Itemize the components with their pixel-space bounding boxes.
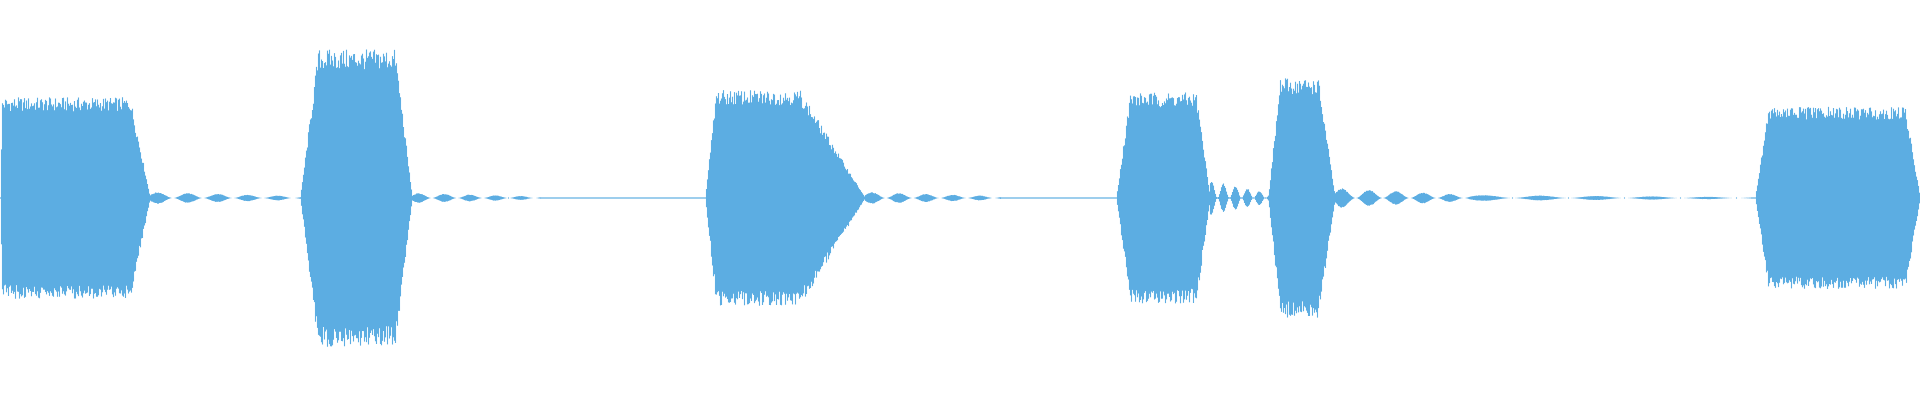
waveform-group xyxy=(0,49,1920,347)
